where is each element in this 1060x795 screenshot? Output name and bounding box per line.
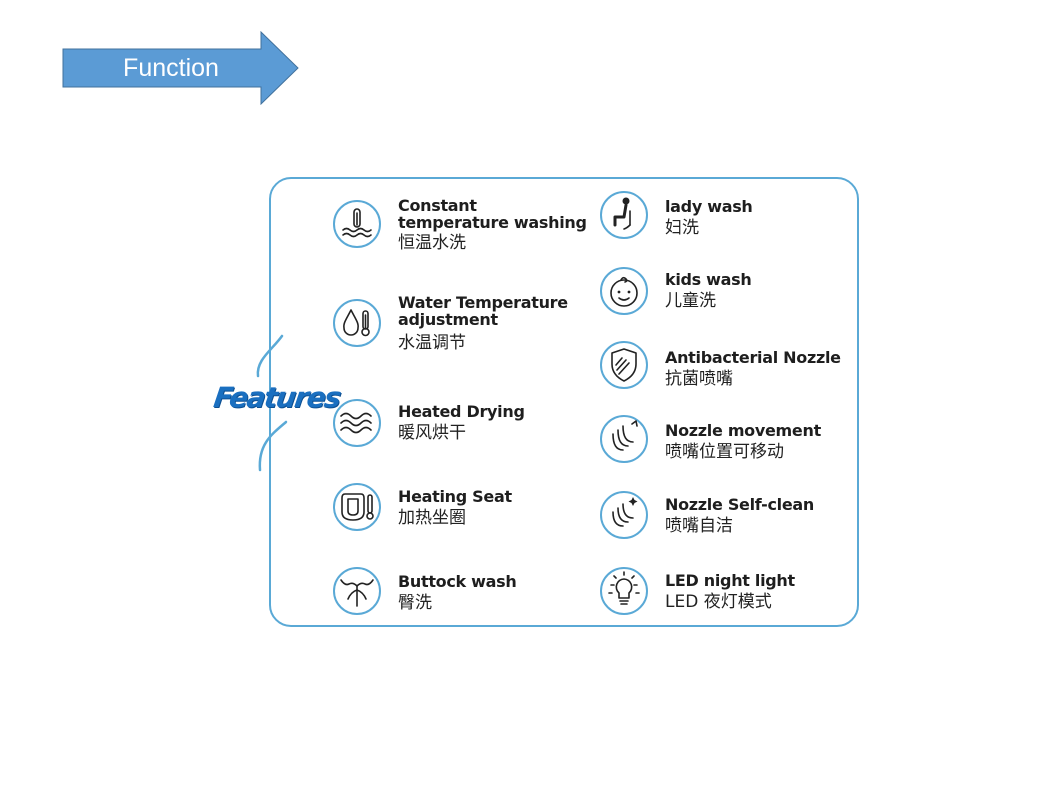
feature-label-zh: 喷嘴位置可移动	[665, 442, 784, 462]
buttock-wash-icon	[333, 567, 381, 615]
feature-label-en: Heated Drying	[398, 402, 525, 421]
feature-label-zh: 恒温水洗	[398, 233, 466, 253]
feature-label-en: Buttock wash	[398, 572, 517, 591]
feature-label-en: LED night light	[665, 571, 795, 590]
nozzle-movement-icon	[600, 415, 648, 463]
nozzle-self-clean-icon	[600, 491, 648, 539]
water-drop-thermometer-icon	[333, 299, 381, 347]
shield-nozzle-icon	[600, 341, 648, 389]
feature-label-zh: 喷嘴自洁	[665, 516, 733, 536]
feature-label-zh: 抗菌喷嘴	[665, 369, 733, 389]
light-bulb-icon	[600, 567, 648, 615]
thermometer-water-icon	[333, 200, 381, 248]
feature-label-zh: 加热坐圈	[398, 508, 466, 528]
feature-label-zh: 暖风烘干	[398, 423, 466, 443]
feature-label-zh: 水温调节	[398, 333, 466, 353]
lady-wash-icon	[600, 191, 648, 239]
feature-label-en: Heating Seat	[398, 487, 512, 506]
feature-label-en: Antibacterial Nozzle	[665, 348, 841, 367]
feature-label-en: lady wash	[665, 197, 753, 216]
feature-label-zh: LED 夜灯模式	[665, 592, 772, 612]
function-label: Function	[123, 54, 219, 82]
feature-label-en: Constant temperature washing	[398, 196, 587, 232]
kid-face-icon	[600, 267, 648, 315]
features-title: Features	[211, 381, 342, 414]
heated-seat-icon	[333, 483, 381, 531]
warm-air-icon	[333, 399, 381, 447]
feature-label-zh: 臀洗	[398, 593, 432, 613]
feature-label-zh: 儿童洗	[665, 291, 716, 311]
feature-label-zh: 妇洗	[665, 218, 699, 238]
feature-label-en: Nozzle movement	[665, 421, 821, 440]
function-arrow: Function	[62, 31, 300, 105]
feature-label-en: kids wash	[665, 270, 752, 289]
feature-label-en: Water Temperature adjustment	[398, 293, 568, 329]
feature-label-en: Nozzle Self-clean	[665, 495, 815, 514]
features-swirl-decoration	[256, 334, 288, 472]
